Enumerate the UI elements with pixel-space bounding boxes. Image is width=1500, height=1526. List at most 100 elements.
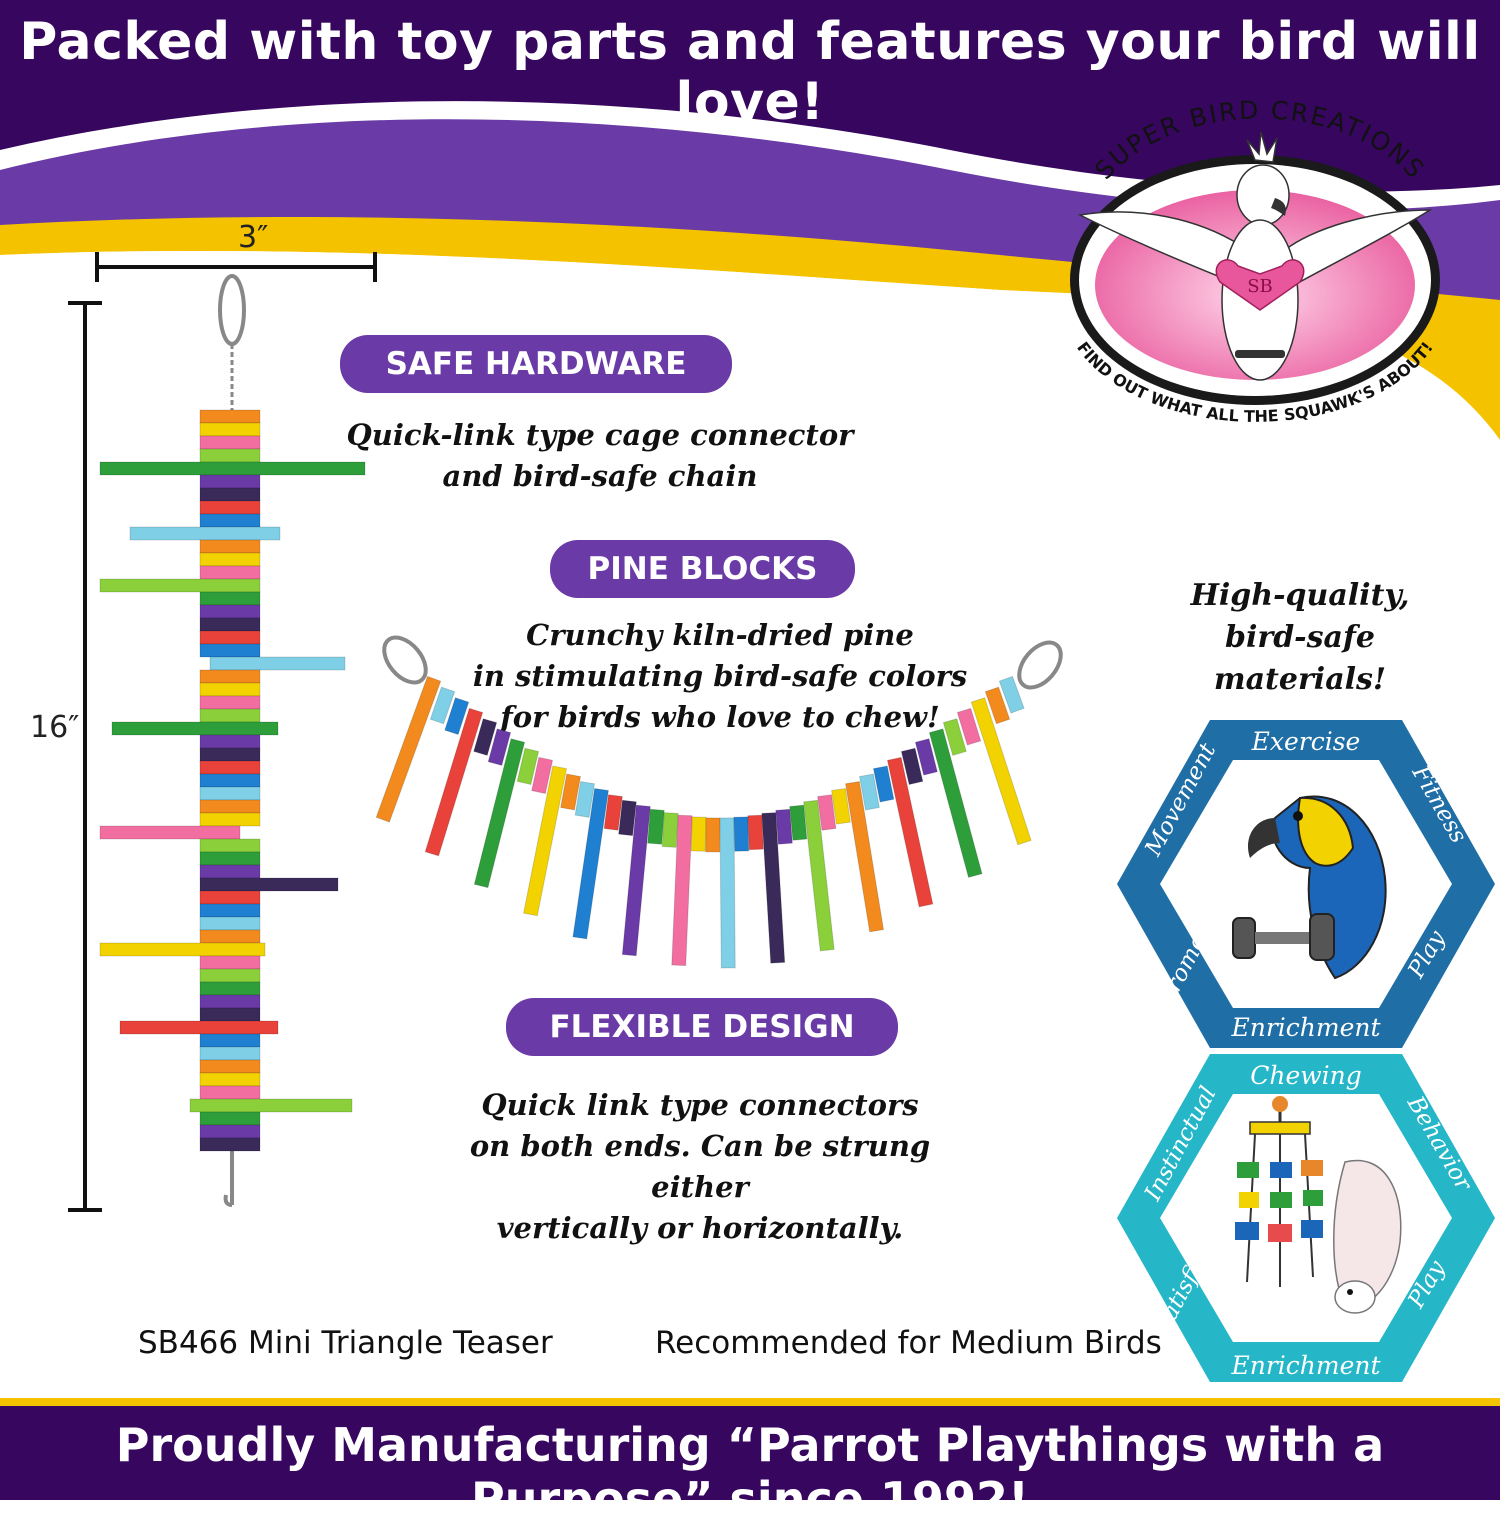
wood-block — [516, 747, 540, 786]
wood-block — [956, 707, 982, 746]
wood-block — [970, 697, 1032, 846]
wood-block — [189, 1098, 353, 1113]
wood-block — [199, 552, 261, 567]
product-code: SB466 Mini Triangle Teaser — [138, 1325, 553, 1361]
wood-block — [603, 794, 623, 831]
desc-line: Quick-link type cage connector — [346, 418, 854, 452]
wood-block — [199, 864, 261, 879]
wood-block — [199, 994, 261, 1009]
wood-block — [661, 812, 679, 848]
wood-block — [199, 786, 261, 801]
wood-block — [129, 526, 281, 541]
wood-block — [429, 686, 456, 725]
wood-block — [998, 675, 1025, 714]
wood-block — [199, 747, 261, 762]
wood-block — [914, 738, 938, 776]
logo-monogram: SB — [1247, 276, 1273, 297]
wood-block — [199, 1111, 261, 1126]
wood-block — [733, 816, 750, 852]
wood-block — [621, 804, 651, 957]
wood-block — [199, 630, 261, 645]
wood-block — [942, 718, 967, 756]
wood-block — [99, 461, 366, 476]
wood-block — [199, 1137, 261, 1152]
wood-block — [199, 682, 261, 697]
wood-block — [199, 487, 261, 502]
wood-block — [523, 765, 568, 917]
wood-block — [928, 728, 983, 878]
wood-block — [618, 799, 637, 837]
wood-block — [199, 1046, 261, 1061]
quality-claim: High-quality, bird-safe materials! — [1175, 575, 1425, 701]
badge-text: Chewing — [1250, 1061, 1362, 1090]
wood-block — [775, 808, 793, 845]
wood-block — [99, 942, 266, 957]
wood-block — [886, 756, 934, 908]
wood-block — [199, 851, 261, 866]
desc-line: and bird-safe chain — [442, 459, 758, 493]
wood-block — [424, 707, 484, 857]
wood-block — [199, 565, 261, 580]
wood-block — [209, 656, 346, 671]
quality-line: materials! — [1213, 662, 1387, 697]
feature-title-flexible-design: FLEXIBLE DESIGN — [506, 998, 898, 1056]
wood-block — [375, 675, 442, 823]
wood-block — [199, 669, 261, 684]
wood-block — [199, 773, 261, 788]
wood-block — [199, 500, 261, 515]
wood-block — [199, 1059, 261, 1074]
wood-block — [199, 617, 261, 632]
wood-block — [199, 929, 261, 944]
badge-text: Enrichment — [1230, 1013, 1381, 1042]
wood-block — [199, 474, 261, 489]
wood-block — [119, 1020, 279, 1035]
brand-logo: SB SUPER BIRD CREATIONS FIND OUT WHAT AL… — [1070, 100, 1440, 426]
wood-block — [199, 1124, 261, 1139]
wood-block — [647, 808, 665, 845]
badge-text: Enrichment — [1230, 1351, 1381, 1380]
wood-block — [803, 799, 835, 952]
height-dimension-label: 16″ — [30, 710, 80, 745]
wood-block — [719, 817, 736, 969]
exercise-badge: Exercise Enrichment Movement Fitness Pro… — [1117, 720, 1495, 1048]
wood-block — [900, 747, 924, 786]
wood-block — [111, 721, 279, 736]
wood-block — [199, 838, 261, 853]
quality-line: bird-safe — [1225, 620, 1375, 655]
wood-block — [199, 955, 261, 970]
wood-block — [199, 591, 261, 606]
wood-block — [99, 825, 241, 840]
wood-block — [199, 890, 261, 905]
wood-block — [831, 787, 851, 825]
width-dimension-label: 3″ — [238, 220, 269, 255]
wood-block — [473, 718, 498, 756]
wood-block — [560, 773, 582, 811]
wood-block — [199, 812, 261, 827]
wood-block — [844, 780, 885, 933]
headline: Packed with toy parts and features your … — [19, 12, 1481, 132]
wood-block — [199, 916, 261, 931]
quality-line: High-quality, — [1190, 578, 1410, 613]
feature-desc-safe-hardware: Quick-link type cage connector and bird-… — [330, 415, 870, 497]
badge-text: Exercise — [1251, 727, 1361, 756]
wood-block — [199, 1033, 261, 1048]
chewing-badge: Chewing Enrichment Instinctual Behavior … — [1117, 1054, 1495, 1382]
feature-title-safe-hardware: SAFE HARDWARE — [340, 335, 732, 393]
footer-slogan: Proudly Manufacturing “Parrot Playthings… — [115, 1418, 1385, 1526]
wood-block — [199, 877, 339, 892]
wood-block — [199, 539, 261, 554]
desc-line: in stimulating bird-safe colors — [472, 659, 968, 693]
wood-block — [817, 794, 837, 831]
desc-line: Quick link type connectors — [481, 1088, 919, 1122]
wood-block — [199, 903, 261, 918]
wood-block — [671, 814, 693, 967]
wood-block — [572, 787, 609, 940]
feature-desc-flexible-design: Quick link type connectors on both ends.… — [420, 1085, 980, 1249]
wood-block — [444, 697, 470, 736]
wood-block — [199, 760, 261, 775]
wood-block — [789, 804, 808, 841]
wood-block — [199, 799, 261, 814]
wood-block — [199, 409, 261, 424]
wood-block — [199, 448, 261, 463]
wood-block — [199, 734, 261, 749]
